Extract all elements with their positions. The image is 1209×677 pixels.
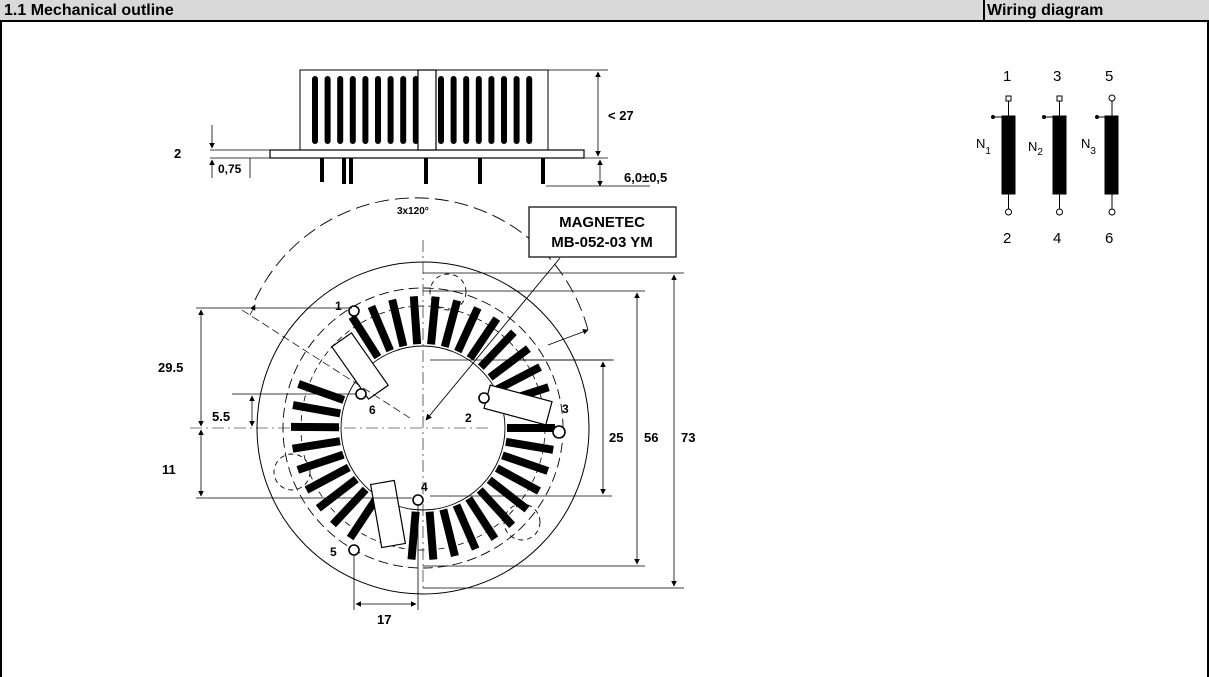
winding-label-n2: N2	[1028, 139, 1043, 158]
toroid-winding-turn	[465, 496, 499, 541]
side-winding-turn	[513, 76, 520, 144]
toroid-winding-turn	[388, 298, 408, 348]
dim-73-label: 73	[681, 430, 695, 445]
side-winding-turn	[475, 76, 482, 144]
thickness-dim-label: 2	[174, 146, 181, 161]
side-winding-turn	[400, 76, 407, 144]
toroid-winding-turn	[495, 363, 542, 393]
toroid-winding-turn	[346, 495, 380, 541]
winding-1	[991, 95, 1016, 216]
side-view	[209, 69, 650, 187]
side-winding-turn	[362, 76, 369, 144]
side-winding-turn	[501, 76, 507, 144]
toroid-winding-turn	[291, 437, 341, 453]
winding-label-n1: N1	[976, 136, 991, 157]
toroid-winding-turn	[304, 463, 351, 494]
winding-2	[1042, 95, 1067, 216]
toroid-winding-turn	[409, 296, 422, 345]
pin-label-1: 1	[335, 299, 342, 313]
toroid-winding-turn	[330, 486, 369, 528]
toroid-winding-turn	[505, 437, 554, 454]
winding-3	[1095, 94, 1119, 216]
wiring-pin-top-3: 3	[1053, 68, 1061, 85]
angle-arc	[254, 197, 589, 331]
pin-label-5: 5	[330, 545, 337, 559]
header-bar: 1.1 Mechanical outline Wiring diagram	[0, 0, 1209, 22]
wiring-pin-bottom-2: 2	[1003, 230, 1011, 247]
toroid-winding-turn	[292, 401, 341, 418]
pin-angle-label: 3x120°	[397, 206, 429, 217]
wiring-pin-bottom-6: 6	[1105, 230, 1113, 247]
wiring-pin-bottom-4: 4	[1053, 230, 1061, 247]
winding-label-n3: N3	[1081, 136, 1096, 157]
toroid-winding-turn	[296, 450, 345, 474]
toroid-winding-turn	[454, 306, 482, 354]
base-plate	[269, 149, 585, 159]
toroid-winding-turn	[348, 314, 382, 360]
wiring-diagram	[991, 94, 1119, 216]
side-winding-turn	[387, 76, 394, 144]
side-winding-turn	[463, 76, 470, 144]
toroid-winding-turn	[315, 475, 359, 512]
pin-label-4: 4	[421, 480, 428, 494]
side-pins	[320, 158, 545, 184]
wiring-pin-top-5: 5	[1105, 68, 1113, 85]
top-view	[190, 197, 684, 610]
side-winding-turn	[488, 76, 495, 144]
toroid-winding-turn	[297, 380, 346, 404]
toroid-winding-turn	[452, 503, 480, 551]
dim-25-label: 25	[609, 430, 623, 445]
side-winding-turn	[526, 76, 533, 144]
toroid-winding-turn	[367, 304, 394, 353]
toroid-winding-turn	[439, 508, 459, 558]
dim-5-5-label: 5.5	[212, 409, 230, 424]
height-dim-label: < 27	[608, 108, 634, 123]
side-winding-turn	[324, 76, 331, 144]
side-windings	[312, 76, 533, 144]
pin-label-3: 3	[562, 402, 569, 416]
toroid-winding-turn	[466, 316, 501, 361]
pin-label-6: 6	[369, 403, 376, 417]
offset-dim-label: 0,75	[218, 162, 242, 176]
dim-11-label: 11	[162, 462, 176, 477]
side-winding-turn	[450, 76, 457, 144]
wiring-pin-top-1: 1	[1003, 68, 1011, 85]
toroid-winding-turn	[486, 476, 530, 513]
side-winding-turn	[438, 76, 444, 144]
toroid-winding-turn	[425, 511, 438, 560]
dim-17-label: 17	[377, 612, 391, 627]
toroid-winding-turn	[477, 329, 517, 370]
toroid-winding-turn	[427, 296, 440, 345]
side-winding-turn	[312, 76, 318, 144]
toroid-winding-turn	[440, 299, 462, 348]
dim-29-5-label: 29.5	[158, 360, 183, 375]
toroid-winding-turn	[494, 464, 541, 495]
side-winding-turn	[375, 76, 381, 144]
dim-56-label: 56	[644, 430, 658, 445]
pin-circles	[348, 305, 566, 556]
section-title: 1.1 Mechanical outline	[4, 2, 174, 19]
wiring-title: Wiring diagram	[987, 2, 1104, 19]
marking-box	[528, 206, 677, 258]
toroid-winding-turn	[501, 451, 550, 475]
center-post	[417, 69, 437, 151]
side-winding-turn	[412, 76, 419, 144]
pin-length-label: 6,0±0,5	[624, 170, 667, 185]
marking-line-1: MAGNETEC	[559, 214, 645, 231]
header-divider	[983, 0, 985, 22]
toroid-winding-turn	[487, 345, 531, 381]
toroid-windings	[290, 296, 555, 560]
side-winding-turn	[337, 76, 344, 144]
toroid-winding-turn	[407, 511, 420, 560]
marking-line-2: MB-052-03 YM	[551, 234, 652, 251]
separators	[330, 332, 553, 549]
side-winding-turn	[349, 76, 356, 144]
pin-label-2: 2	[465, 411, 472, 425]
